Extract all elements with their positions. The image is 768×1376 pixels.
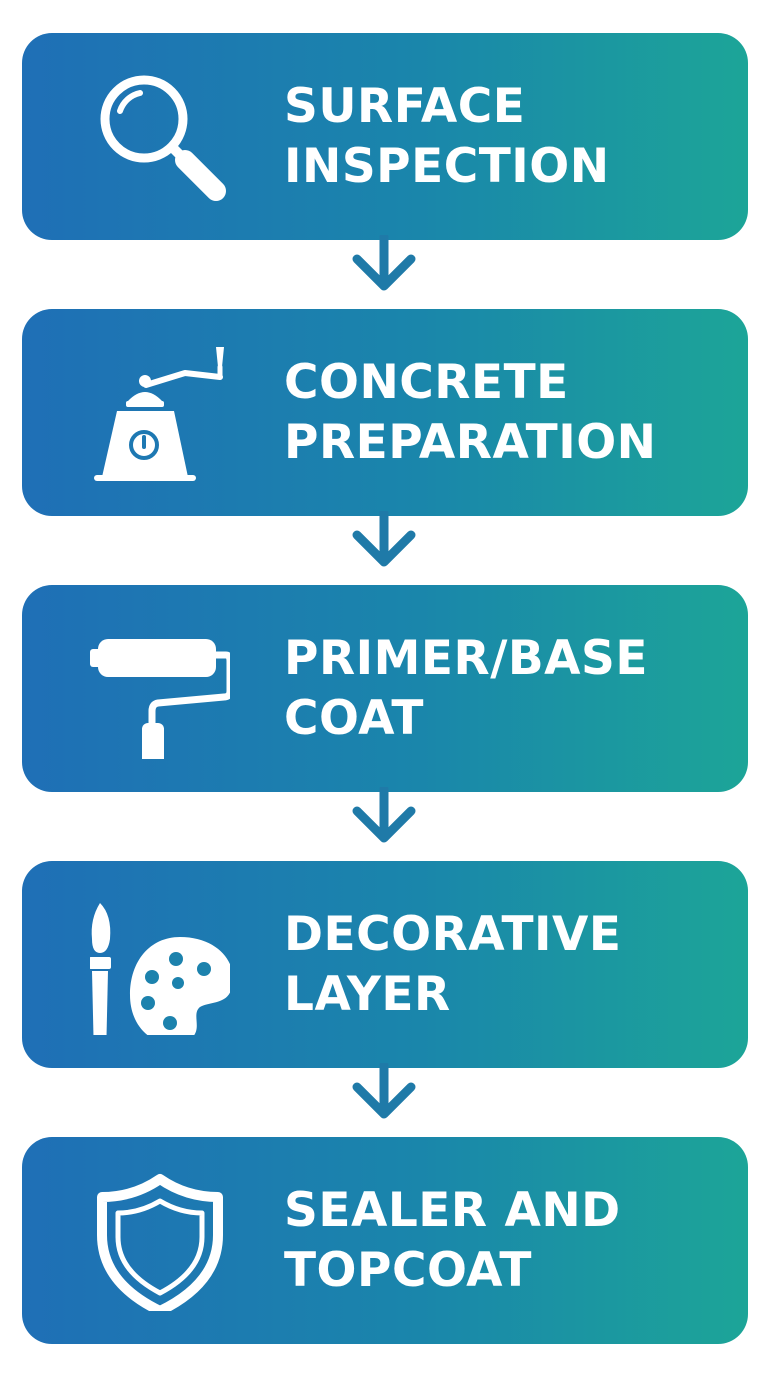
step-title-line: SURFACE xyxy=(284,78,526,134)
chevron-down-icon xyxy=(349,787,419,853)
step-title-line: DECORATIVE xyxy=(284,906,622,962)
chevron-down-icon xyxy=(349,1063,419,1129)
chevron-down-icon xyxy=(349,511,419,577)
step-concrete-preparation: CONCRETE PREPARATION xyxy=(22,309,748,516)
step-decorative-layer: DECORATIVE LAYER xyxy=(22,861,748,1068)
paintbrush-palette-icon xyxy=(90,895,230,1035)
step-title: DECORATIVE LAYER xyxy=(284,861,728,1068)
step-title-line: LAYER xyxy=(284,966,451,1022)
step-title: SEALER AND TOPCOAT xyxy=(284,1137,728,1344)
step-primer-base-coat: PRIMER/BASE COAT xyxy=(22,585,748,792)
step-title-line: INSPECTION xyxy=(284,138,610,194)
step-title-line: CONCRETE xyxy=(284,354,569,410)
chevron-down-icon xyxy=(349,235,419,301)
step-title: CONCRETE PREPARATION xyxy=(284,309,728,516)
grinder-icon xyxy=(90,343,230,483)
step-sealer-and-topcoat: SEALER AND TOPCOAT xyxy=(22,1137,748,1344)
step-surface-inspection: SURFACE INSPECTION xyxy=(22,33,748,240)
shield-icon xyxy=(90,1171,230,1311)
step-title-line: COAT xyxy=(284,690,424,746)
step-title: PRIMER/BASE COAT xyxy=(284,585,728,792)
paint-roller-icon xyxy=(90,619,230,759)
magnifier-icon xyxy=(90,67,230,207)
step-title-line: PREPARATION xyxy=(284,414,657,470)
step-title-line: PRIMER/BASE xyxy=(284,630,649,686)
step-title: SURFACE INSPECTION xyxy=(284,33,728,240)
step-title-line: SEALER AND xyxy=(284,1182,621,1238)
step-title-line: TOPCOAT xyxy=(284,1242,532,1298)
